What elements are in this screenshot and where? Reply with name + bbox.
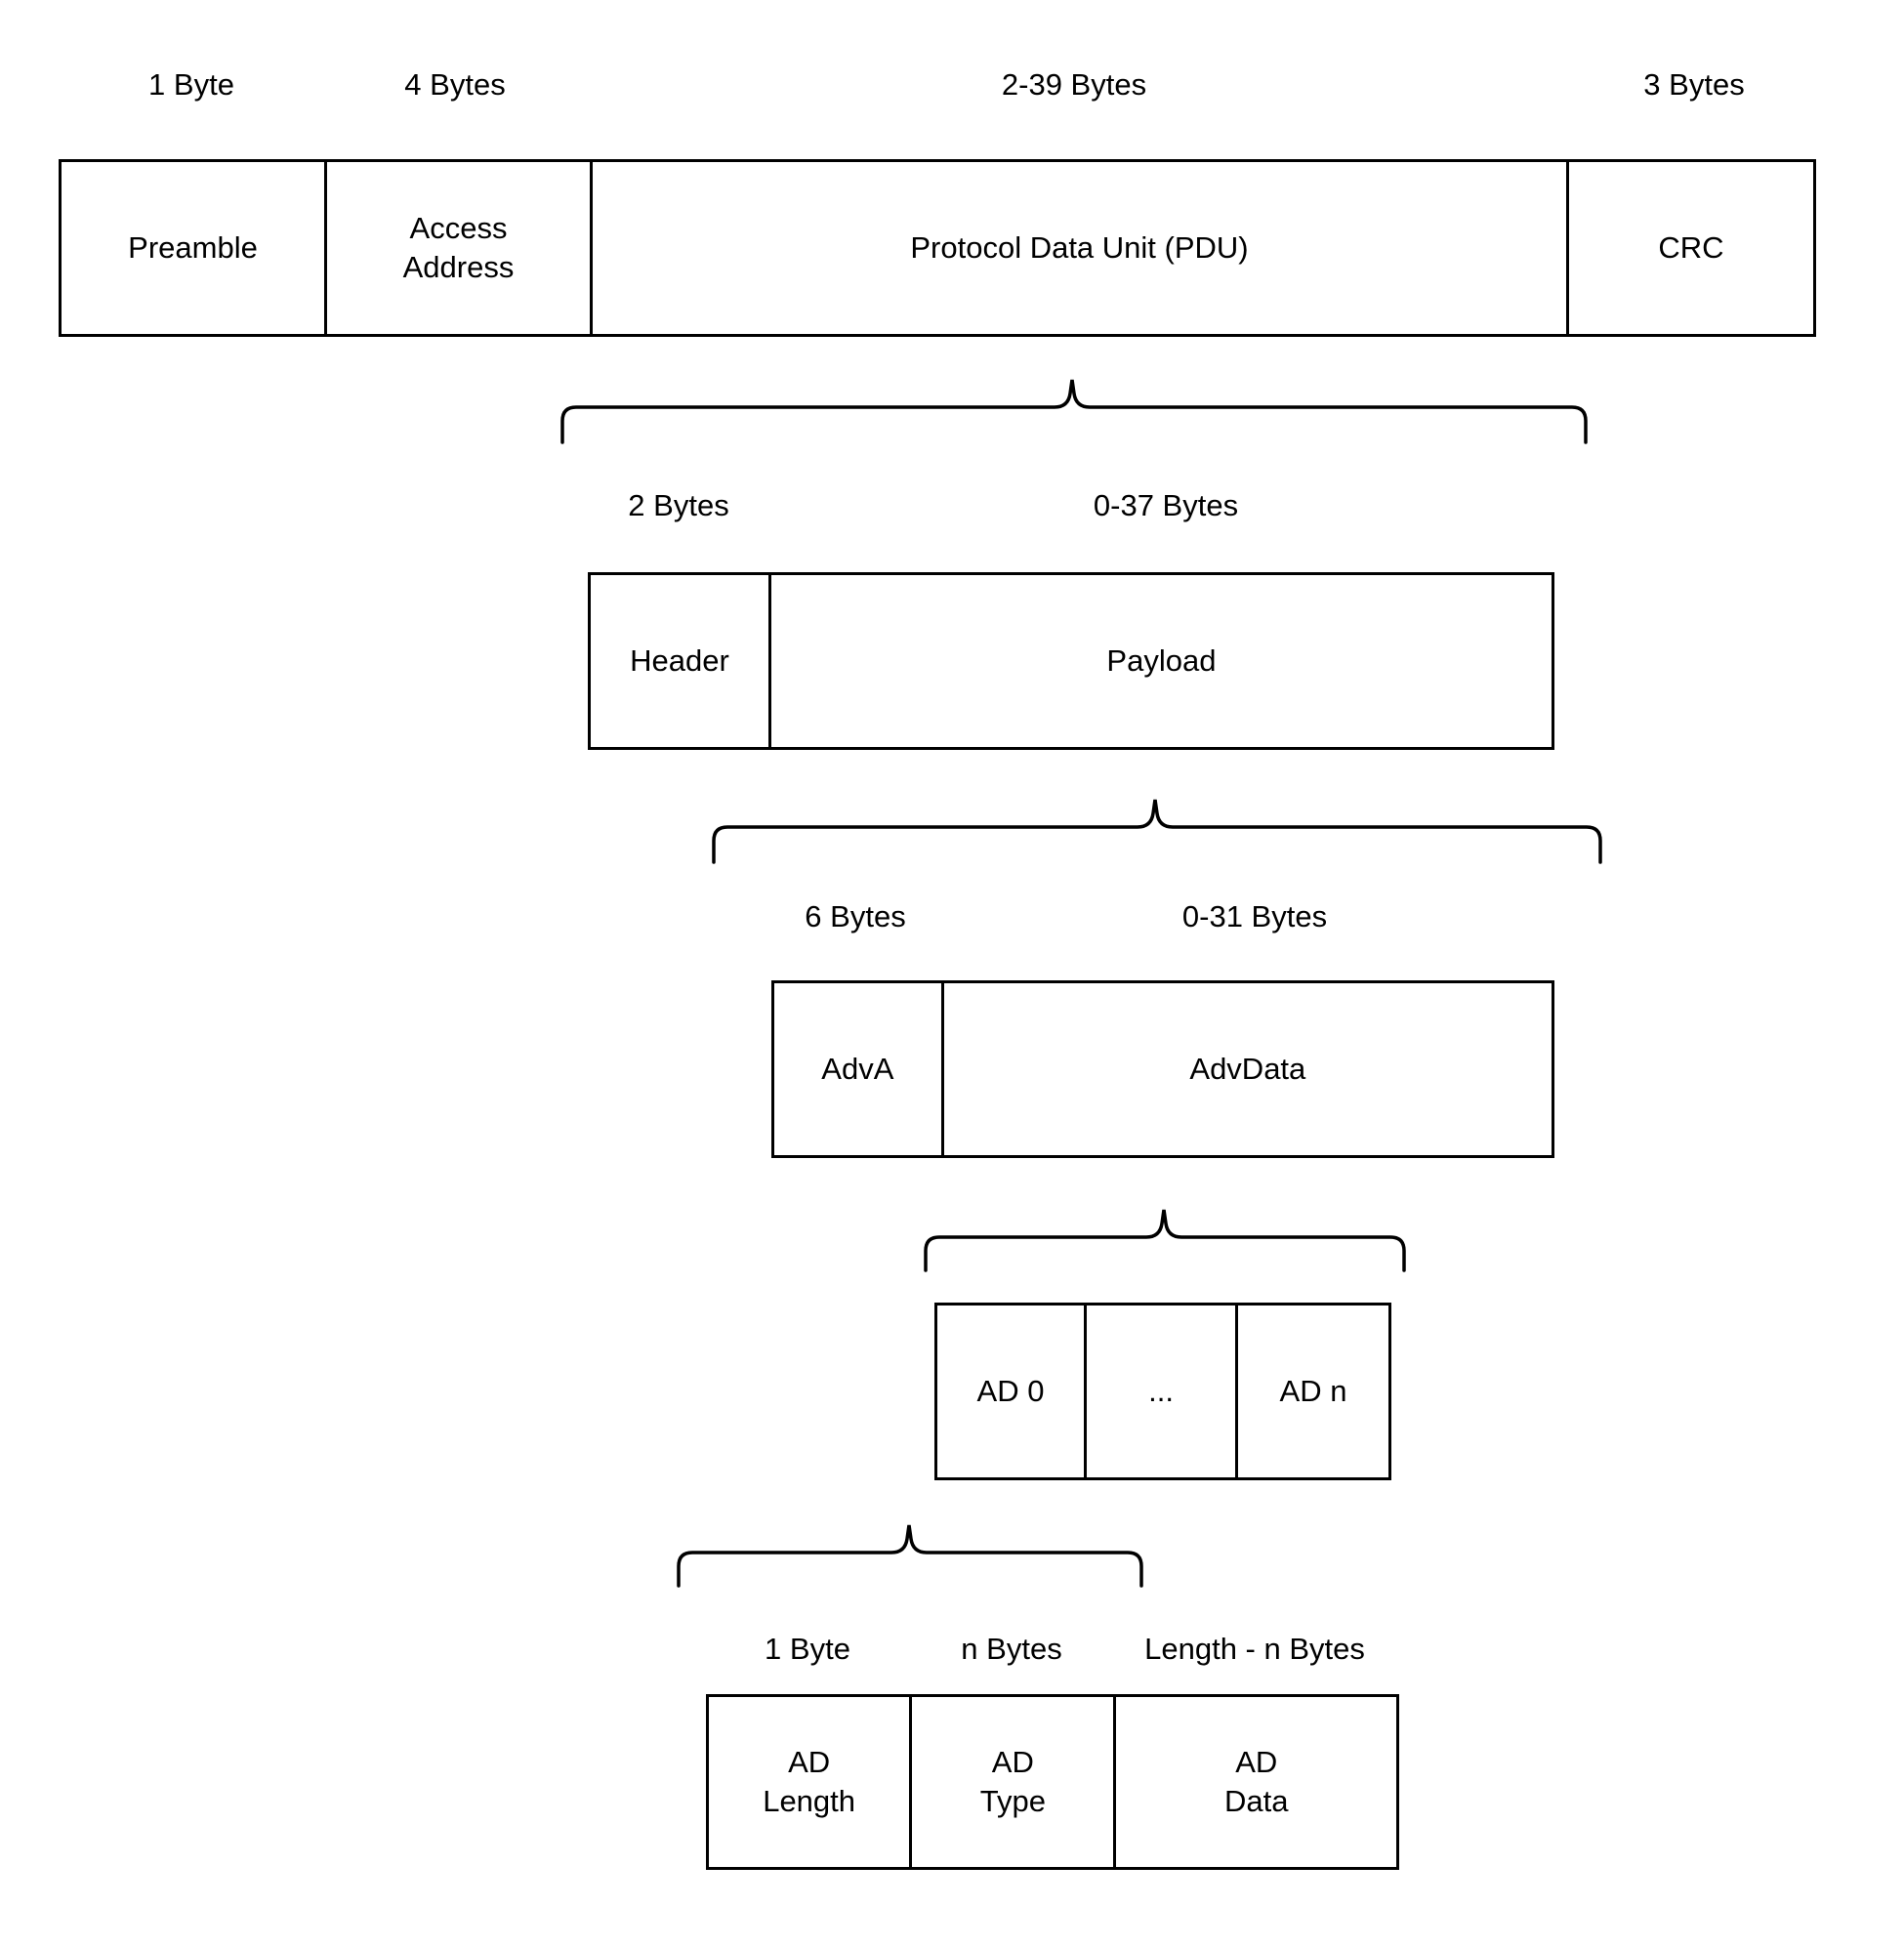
cell-ad-n: AD n	[1238, 1306, 1388, 1477]
cell-ad-0-label: AD 0	[976, 1374, 1045, 1408]
size-label-adva: 6 Bytes	[805, 899, 906, 933]
cell-ad-length-line1: AD	[788, 1745, 831, 1779]
cell-adva-label: AdvA	[821, 1052, 894, 1086]
size-label-access-address: 4 Bytes	[404, 67, 506, 102]
size-label-crc: 3 Bytes	[1643, 67, 1745, 102]
cell-preamble: Preamble	[62, 162, 327, 334]
cell-ad-ellipsis: ...	[1087, 1306, 1239, 1477]
cell-payload-label: Payload	[1106, 643, 1217, 678]
size-label-payload: 0-37 Bytes	[1093, 488, 1239, 522]
row-payload: AdvA AdvData	[771, 980, 1554, 1158]
cell-ad-type-line1: AD	[991, 1745, 1034, 1779]
cell-advdata-label: AdvData	[1189, 1052, 1306, 1086]
cell-header: Header	[591, 575, 771, 747]
row-link-layer-packet: Preamble Access Address Protocol Data Un…	[59, 159, 1816, 337]
cell-access-address: Access Address	[327, 162, 593, 334]
cell-crc-label: CRC	[1658, 230, 1724, 265]
size-label-header: 2 Bytes	[628, 488, 729, 522]
size-label-ad-data: Length - n Bytes	[1144, 1632, 1365, 1666]
cell-payload: Payload	[770, 575, 1552, 747]
cell-ad-type: AD Type	[912, 1697, 1117, 1867]
brace-pdu-expand	[557, 376, 1592, 444]
brace-payload-expand	[708, 796, 1606, 864]
brace-advdata-expand	[921, 1206, 1409, 1272]
cell-ad-data-line1: AD	[1235, 1745, 1278, 1779]
cell-access-address-line2: Address	[402, 250, 515, 284]
cell-pdu: Protocol Data Unit (PDU)	[593, 162, 1569, 334]
brace-ad-expand	[674, 1521, 1146, 1588]
size-label-pdu: 2-39 Bytes	[1001, 67, 1147, 102]
cell-header-label: Header	[630, 643, 729, 678]
cell-preamble-label: Preamble	[128, 230, 258, 265]
cell-adva: AdvA	[774, 983, 944, 1155]
size-label-advdata: 0-31 Bytes	[1181, 899, 1328, 933]
cell-pdu-label: Protocol Data Unit (PDU)	[910, 230, 1249, 265]
row-advdata: AD 0 ... AD n	[934, 1303, 1391, 1480]
cell-ad-length: AD Length	[709, 1697, 913, 1867]
cell-ad-n-label: AD n	[1279, 1374, 1347, 1408]
cell-ad-length-line2: Length	[763, 1784, 856, 1818]
cell-ad-data-line2: Data	[1223, 1784, 1289, 1818]
cell-ad-data: AD Data	[1116, 1697, 1396, 1867]
cell-crc: CRC	[1569, 162, 1813, 334]
size-label-preamble: 1 Byte	[148, 67, 234, 102]
cell-ad-type-line2: Type	[979, 1784, 1046, 1818]
row-ad-structure: AD Length AD Type AD Data	[706, 1694, 1399, 1870]
cell-ad-0: AD 0	[937, 1306, 1088, 1477]
cell-advdata: AdvData	[943, 983, 1552, 1155]
cell-access-address-line1: Access	[409, 211, 508, 245]
cell-ad-ellipsis-label: ...	[1148, 1374, 1174, 1408]
row-pdu: Header Payload	[588, 572, 1554, 750]
size-label-ad-length: 1 Byte	[765, 1632, 850, 1666]
size-label-ad-type: n Bytes	[961, 1632, 1062, 1666]
